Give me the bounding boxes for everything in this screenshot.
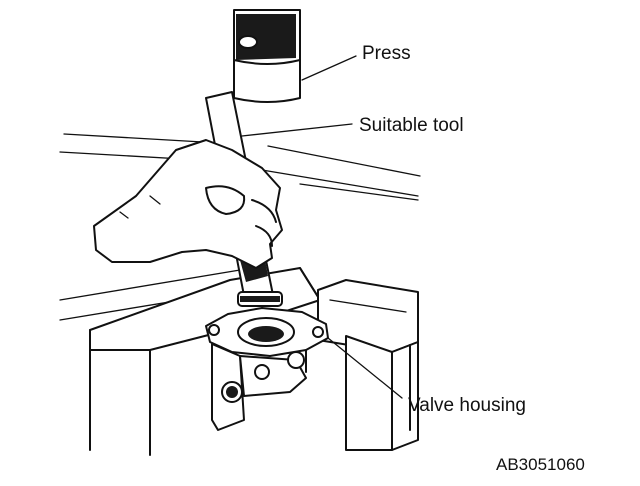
leader-lines bbox=[241, 55, 403, 399]
workbench-surface bbox=[59, 133, 421, 321]
figure-code: AB3051060 bbox=[496, 455, 585, 474]
suitable-tool-label: Suitable tool bbox=[359, 115, 464, 136]
hand bbox=[93, 139, 283, 269]
valve-housing-label: Valve housing bbox=[408, 395, 526, 416]
right-support-block bbox=[317, 279, 419, 451]
press-label: Press bbox=[362, 43, 411, 64]
valve-housing-part bbox=[205, 307, 329, 431]
press-ram bbox=[233, 9, 301, 103]
